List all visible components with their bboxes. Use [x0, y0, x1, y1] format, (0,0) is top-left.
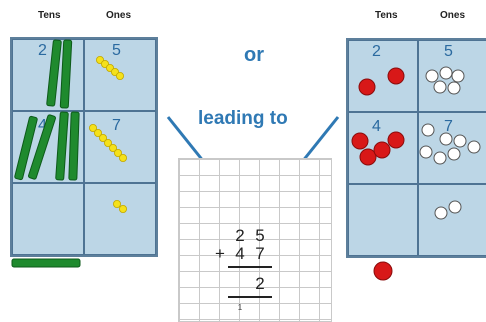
or-label: or	[244, 44, 264, 66]
rod-icon	[28, 114, 56, 180]
rod-icon	[68, 111, 80, 181]
unit-cubes-row2	[89, 124, 128, 162]
calc-result-ones: 2	[255, 274, 265, 293]
right-ones-digit-row1: 5	[444, 43, 453, 60]
right-ones-header: Ones	[440, 10, 466, 21]
left-tens-digit-row2: 4	[38, 117, 47, 134]
right-tens-header: Tens	[375, 10, 398, 21]
left-tens-cell-row3	[12, 183, 84, 255]
left-ones-digit-row1: 5	[112, 42, 121, 59]
calc-top-ones: 5	[255, 226, 265, 245]
rod-icon	[46, 39, 62, 107]
calc-rule-bottom	[228, 296, 272, 298]
left-ones-header: Ones	[106, 10, 132, 21]
rod-icon	[59, 39, 73, 109]
calc-carry: 1	[237, 303, 243, 312]
left-ones-cell-row1	[84, 39, 156, 111]
right-tens-digit-row1: 2	[372, 43, 381, 60]
rod-icon	[11, 258, 81, 268]
rod-icon	[14, 115, 38, 181]
left-ones-digit-row2: 7	[112, 117, 121, 134]
rod-icon	[55, 111, 69, 181]
unit-cubes-row3	[113, 199, 128, 213]
left-tens-digit-row1: 2	[38, 42, 47, 59]
red-counters-row1	[358, 67, 405, 96]
calc-rule-top	[228, 266, 272, 268]
calc-bottom-ones: 7	[255, 244, 265, 263]
white-counters-row3	[434, 200, 462, 220]
right-place-value-board: 2 5 4 7	[346, 38, 486, 258]
left-tens-header: Tens	[38, 10, 61, 21]
left-ones-cell-row3	[84, 183, 156, 255]
calc-operator: +	[215, 244, 225, 263]
right-ones-cell-row3	[418, 184, 486, 256]
leading-to-label: leading to	[198, 108, 288, 129]
left-ones-cell-row2	[84, 111, 156, 183]
calc-top-tens: 2	[235, 226, 245, 245]
right-tens-digit-row2: 4	[372, 118, 381, 135]
calc-bottom-tens: 4	[235, 244, 245, 263]
grid-paper	[178, 158, 332, 322]
unit-cubes-row1	[96, 56, 125, 81]
white-counters-row1	[425, 66, 465, 95]
right-tens-cell-row1	[348, 40, 418, 112]
right-tens-cell-row3	[348, 184, 418, 256]
red-counters-row2	[351, 131, 405, 166]
red-counter-icon	[373, 261, 393, 281]
left-place-value-board: 2 5 4 7	[10, 37, 158, 257]
right-ones-digit-row2: 7	[444, 118, 453, 135]
white-counters-row2	[419, 123, 481, 165]
